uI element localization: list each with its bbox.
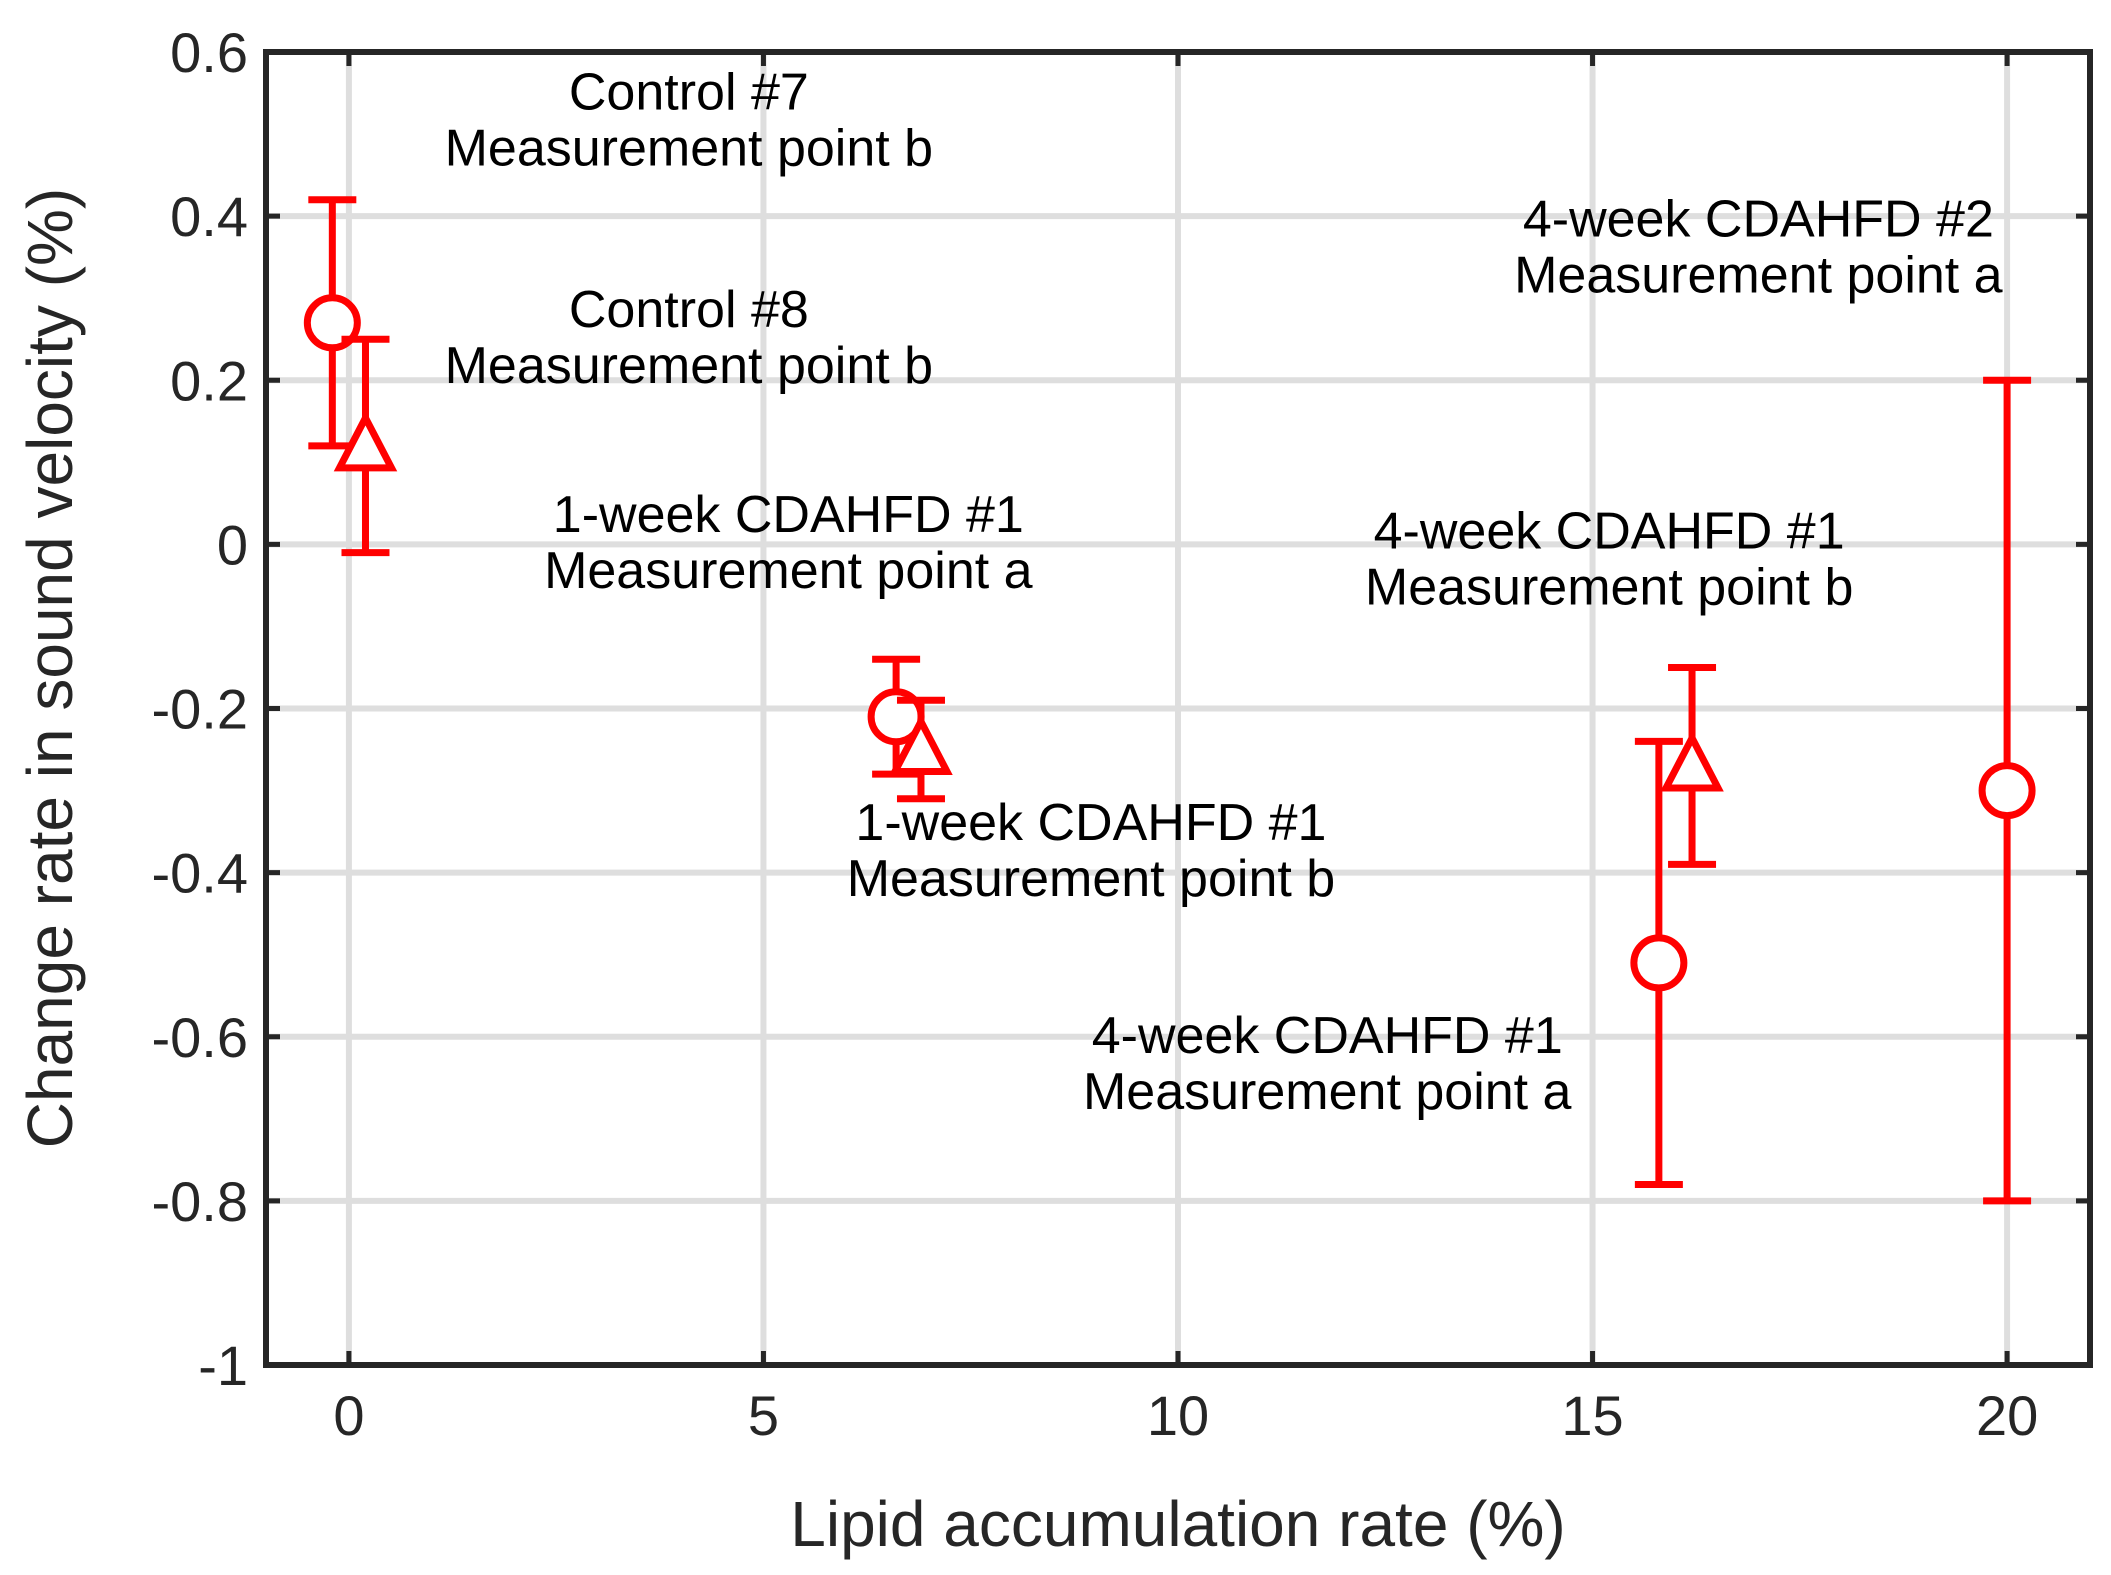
annotation-line: 4-week CDAHFD #1 <box>1092 1007 1563 1065</box>
y-tick-label: -0.4 <box>152 842 249 905</box>
annotation-line: Measurement point b <box>445 119 934 177</box>
triangle-marker <box>333 410 398 472</box>
annotation-line: Measurement point b <box>847 850 1336 908</box>
circle-marker <box>1630 934 1688 992</box>
y-tick-label: -0.6 <box>152 1006 249 1069</box>
data-point-triangle <box>1660 663 1724 868</box>
x-tick-label: 5 <box>748 1384 779 1447</box>
x-tick-label: 15 <box>1561 1384 1623 1447</box>
y-tick-label: -1 <box>198 1334 248 1397</box>
annotation-line: 4-week CDAHFD #2 <box>1523 191 1994 249</box>
data-point-circle <box>303 196 361 450</box>
circle-marker <box>303 294 361 352</box>
y-tick-label: -0.2 <box>152 678 249 741</box>
data-point-triangle <box>889 696 953 803</box>
data-series <box>303 196 2036 1205</box>
triangle-marker <box>889 713 953 776</box>
annotation-line: Measurement point a <box>1514 247 2003 305</box>
annotation-line: Measurement point b <box>1365 558 1854 616</box>
annotation-line: Measurement point a <box>544 542 1033 600</box>
data-point-triangle <box>333 335 398 557</box>
annotation-line: Measurement point a <box>1083 1063 1572 1121</box>
data-point-circle <box>1978 376 2036 1205</box>
y-tick-label: 0.6 <box>170 21 248 84</box>
data-point-circle <box>867 655 925 778</box>
y-tick-label: 0 <box>217 513 248 576</box>
x-tick-label: 20 <box>1976 1384 2038 1447</box>
y-axis-ticks: -1 -0.8 -0.6 -0.4 -0.2 0 0.2 0.4 0.6 <box>152 21 2090 1397</box>
x-axis-label: Lipid accumulation rate (%) <box>790 1488 1565 1560</box>
annotation-line: Measurement point b <box>445 337 934 395</box>
circle-marker <box>1978 762 2036 820</box>
y-axis-label: Change rate in sound velocity (%) <box>14 188 86 1149</box>
annotation-line: Control #8 <box>569 281 809 339</box>
annotation-line: 4-week CDAHFD #1 <box>1374 502 1845 560</box>
y-tick-label: -0.8 <box>152 1170 249 1233</box>
x-tick-label: 10 <box>1147 1384 1209 1447</box>
y-tick-label: 0.4 <box>170 185 248 248</box>
data-point-circle <box>1630 737 1688 1188</box>
y-tick-label: 0.2 <box>170 349 248 412</box>
annotation-line: 1-week CDAHFD #1 <box>855 794 1326 852</box>
annotation-line: 1-week CDAHFD #1 <box>553 486 1024 544</box>
x-tick-label: 0 <box>333 1384 364 1447</box>
plot-frame <box>263 49 2093 1368</box>
triangle-marker <box>1660 730 1724 792</box>
annotation-line: Control #7 <box>569 63 809 121</box>
